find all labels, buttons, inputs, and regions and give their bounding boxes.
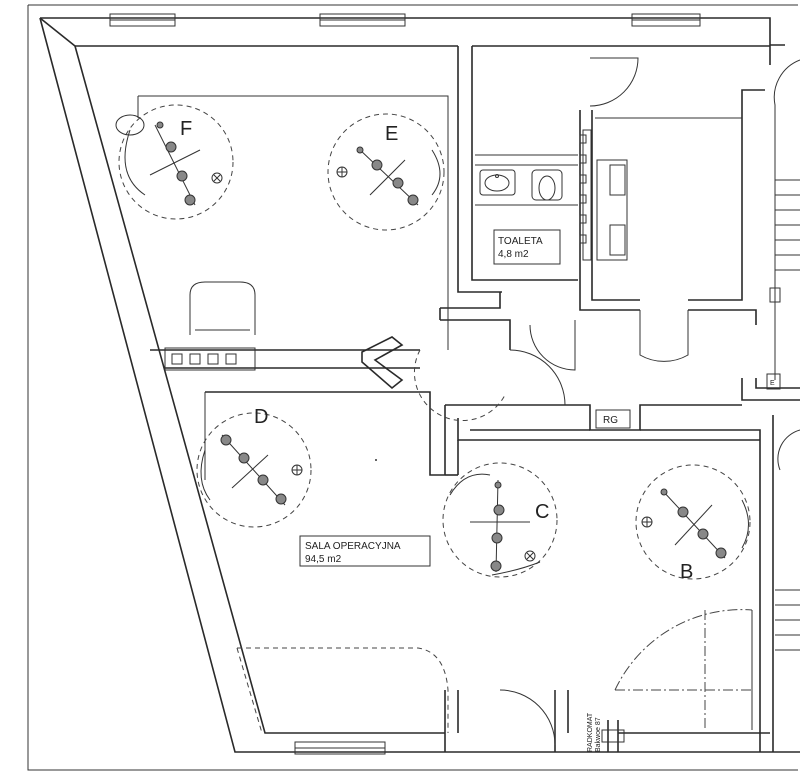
operating-room-name: SALA OPERACYJNA <box>305 541 401 552</box>
windows-top <box>109 13 701 27</box>
lamp-zone-d: D <box>196 406 312 528</box>
toilet-label-box <box>493 229 561 265</box>
rg-box <box>595 409 631 429</box>
lamp-zone-f: F <box>115 104 234 220</box>
meter-line1: RADKOMAT <box>587 712 594 752</box>
exterior-walls <box>39 17 800 753</box>
zone-f-label: F <box>180 118 192 140</box>
interior-walls <box>150 45 800 752</box>
meter-label: RADKOMAT Bakwoe 87 <box>587 712 625 752</box>
rg-label: RG <box>603 415 618 426</box>
meter-line2: Bakwoe 87 <box>595 717 602 752</box>
outer-frame <box>27 4 798 771</box>
e-marker-label: E <box>770 380 775 387</box>
doors <box>413 57 753 746</box>
operating-room-area: 94,5 m2 <box>305 554 342 565</box>
lamp-zone-b: B <box>635 464 751 583</box>
operating-room-label-box <box>299 535 431 567</box>
window-bottom <box>294 741 386 755</box>
bench-and-chair <box>164 281 256 371</box>
lamp-zone-c: C <box>442 462 558 578</box>
lamp-zone-e: E <box>327 113 445 231</box>
couch <box>236 647 449 734</box>
toilet-fixtures <box>479 129 628 261</box>
center-dot <box>375 459 377 461</box>
staircase <box>769 59 800 651</box>
zone-c-label: C <box>535 501 549 523</box>
zone-e-label: E <box>385 123 398 145</box>
inner-lines <box>137 95 742 480</box>
toilet-area: 4,8 m2 <box>498 249 529 260</box>
e-marker-box <box>766 373 781 390</box>
zone-b-label: B <box>680 561 693 583</box>
toilet-name: TOALETA <box>498 236 543 247</box>
zone-d-label: D <box>254 406 268 428</box>
arrow-symbol <box>361 336 404 390</box>
